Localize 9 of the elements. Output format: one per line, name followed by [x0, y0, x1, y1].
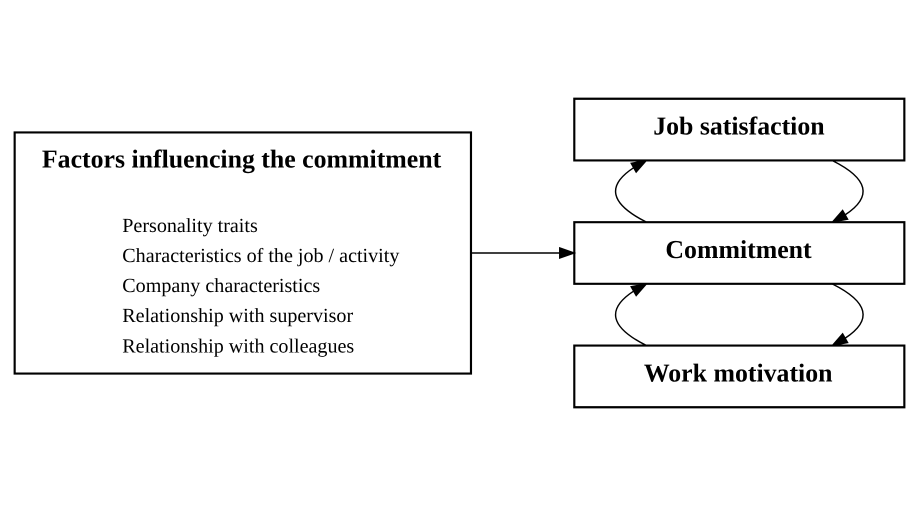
- arrow: [614, 159, 648, 222]
- node-box: Commitment: [573, 220, 906, 284]
- node-box: Factors influencing the commitment Personality traits Characteristics of the job / activity Company characteristics Relationship with supervisor Relationship with colleagues: [14, 130, 472, 374]
- node-box: Job satisfaction: [573, 97, 906, 162]
- arrow: [614, 282, 648, 346]
- arrow: [830, 159, 864, 222]
- node-box: Work motivation: [573, 344, 906, 408]
- arrow: [830, 282, 864, 346]
- arrow: [471, 246, 576, 259]
